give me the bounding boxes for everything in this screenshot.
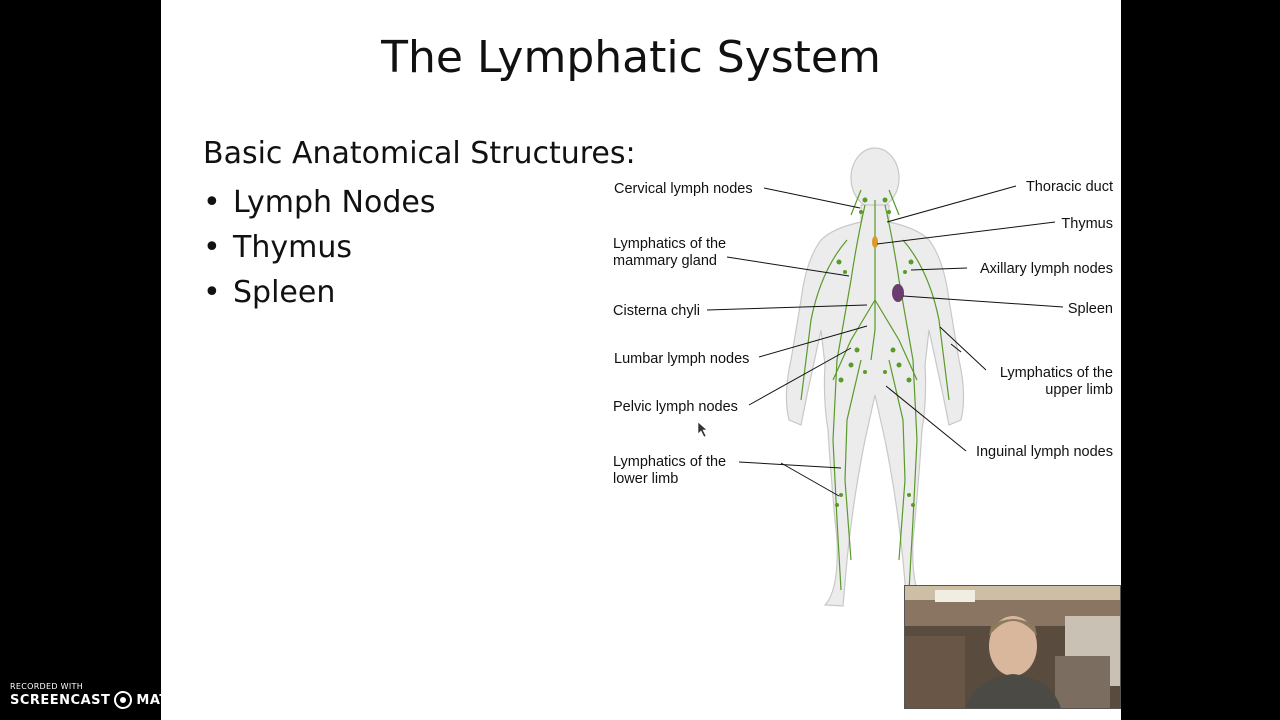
label-lumbar-lymph-nodes: Lumbar lymph nodes: [614, 351, 749, 367]
label-spleen: Spleen: [1068, 301, 1113, 317]
bullet-item: • Lymph Nodes: [203, 180, 435, 225]
bullet-list: • Lymph Nodes • Thymus • Spleen: [203, 180, 435, 315]
slide-subtitle: Basic Anatomical Structures:: [203, 136, 636, 171]
spleen-organ: [892, 284, 904, 302]
thymus-organ: [872, 236, 878, 248]
bullet-text: Thymus: [233, 230, 352, 265]
lymph-vessels: [800, 189, 950, 591]
bullet-item: • Spleen: [203, 270, 435, 315]
bullet-text: Spleen: [233, 275, 336, 310]
watermark-brand-left: SCREENCAST: [10, 692, 111, 708]
label-cervical-lymph-nodes: Cervical lymph nodes: [614, 181, 753, 197]
label-lower-limb-line2: lower limb: [613, 471, 678, 487]
body-silhouette: [785, 147, 965, 607]
label-upper-limb-line2: upper limb: [1045, 382, 1113, 398]
bullet-dot: •: [203, 275, 221, 310]
label-mammary-line1: Lymphatics of the: [613, 236, 726, 252]
watermark-recorded-text: RECORDED WITH: [10, 682, 84, 691]
screencast-logo-icon: [114, 691, 133, 709]
webcam-person-icon: [905, 586, 1120, 708]
label-inguinal-lymph-nodes: Inguinal lymph nodes: [976, 444, 1113, 460]
label-cisterna-chyli: Cisterna chyli: [613, 303, 700, 319]
bullet-dot: •: [203, 185, 221, 220]
watermark-brand: SCREENCAST MATIC: [10, 691, 184, 709]
lymphatic-diagram: Cervical lymph nodes Lymphatics of the m…: [613, 147, 1113, 607]
lymph-nodes: [835, 197, 915, 507]
label-lower-limb-line1: Lymphatics of the: [613, 454, 726, 470]
label-thymus: Thymus: [1061, 216, 1113, 232]
slide-title: The Lymphatic System: [381, 32, 881, 83]
label-mammary-line2: mammary gland: [613, 253, 717, 269]
bullet-text: Lymph Nodes: [233, 185, 436, 220]
label-thoracic-duct: Thoracic duct: [1026, 179, 1113, 195]
label-axillary-lymph-nodes: Axillary lymph nodes: [980, 261, 1113, 277]
leader-lines: [706, 185, 1064, 497]
bullet-dot: •: [203, 230, 221, 265]
label-pelvic-lymph-nodes: Pelvic lymph nodes: [613, 399, 738, 415]
label-upper-limb-line1: Lymphatics of the: [1000, 365, 1113, 381]
webcam-overlay: [904, 585, 1121, 709]
slide: The Lymphatic System Basic Anatomical St…: [161, 0, 1121, 720]
screencast-watermark: RECORDED WITH SCREENCAST MATIC: [10, 682, 184, 709]
watermark-brand-right: MATIC: [136, 692, 185, 708]
bullet-item: • Thymus: [203, 225, 435, 270]
mouse-cursor-icon: [697, 421, 708, 438]
